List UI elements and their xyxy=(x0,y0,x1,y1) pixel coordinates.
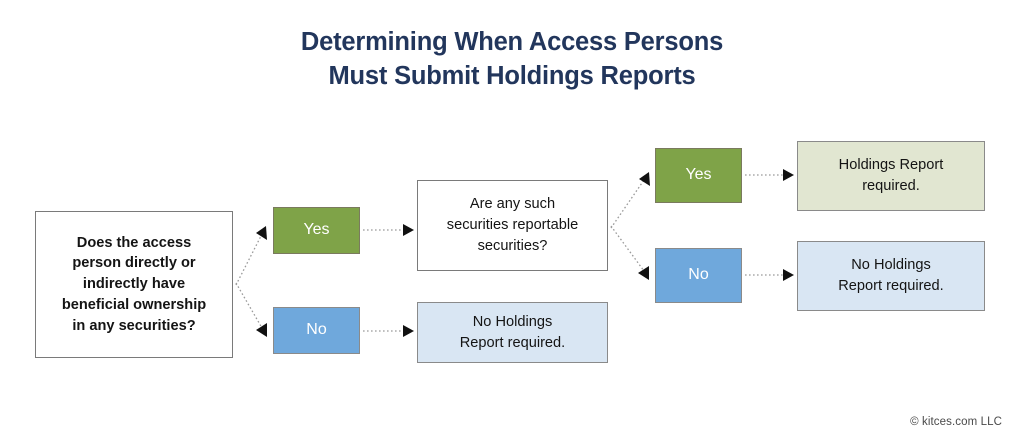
edge-question2-to-yes2 xyxy=(610,172,650,229)
edge-question1-to-no1 xyxy=(235,282,267,337)
edge-question2-to-no2 xyxy=(610,225,649,280)
page-title: Determining When Access Persons Must Sub… xyxy=(300,28,724,90)
node-result-no-holdings-1[interactable]: No Holdings Report required. xyxy=(417,302,608,363)
edge-no2-to-resultno2 xyxy=(745,269,794,281)
node-result-holdings-required[interactable]: Holdings Report required. xyxy=(797,141,985,211)
edge-yes2-to-resultyes xyxy=(745,169,794,181)
node-branch-no-1[interactable]: No xyxy=(273,307,360,354)
edge-no1-to-resultno1 xyxy=(363,325,414,337)
edge-yes1-to-question2 xyxy=(363,224,414,236)
node-result-no-holdings-2[interactable]: No Holdings Report required. xyxy=(797,241,985,311)
edge-question1-to-yes1 xyxy=(235,226,267,286)
node-branch-yes-1[interactable]: Yes xyxy=(273,207,360,254)
node-branch-yes-2[interactable]: Yes xyxy=(655,148,742,203)
node-question-1[interactable]: Does the access person directly or indir… xyxy=(35,211,233,358)
copyright-credit: © kitces.com LLC xyxy=(910,416,1002,428)
node-branch-no-2[interactable]: No xyxy=(655,248,742,303)
node-question-2[interactable]: Are any such securities reportable secur… xyxy=(417,180,608,271)
